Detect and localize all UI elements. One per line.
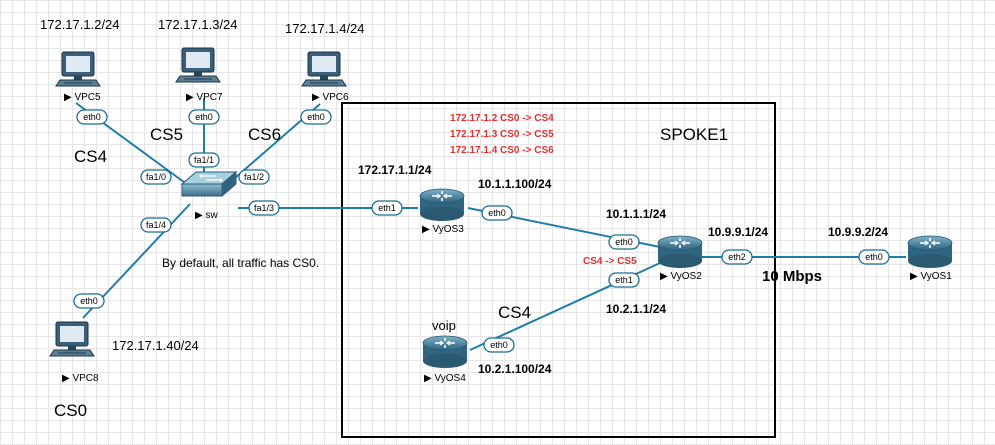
vpc7-node[interactable] (175, 47, 221, 83)
pill-sw-fa11[interactable]: fa1/1 (188, 152, 220, 168)
vpc7-name: ▶ VPC7 (186, 92, 223, 103)
pill-vpc7-eth0[interactable]: eth0 (188, 109, 220, 125)
pill-vyos2-eth0[interactable]: eth0 (608, 234, 640, 250)
spoke1-boundary (341, 102, 776, 438)
pill-vyos3-eth1[interactable]: eth1 (371, 200, 403, 216)
vyos4-ip: 10.2.1.100/24 (478, 362, 552, 376)
vyos4-name: ▶ VyOS4 (424, 373, 466, 384)
vyos2-eth1-ip: 10.2.1.1/24 (606, 302, 666, 316)
svg-text:fa1/2: fa1/2 (244, 172, 264, 182)
pill-sw-fa10[interactable]: fa1/0 (140, 169, 172, 185)
vpc6-ip: 172.17.1.4/24 (285, 21, 365, 36)
vpc6-name: ▶ VPC6 (312, 92, 349, 103)
default-note: By default, all traffic has CS0. (162, 256, 319, 270)
spoke1-title: SPOKE1 (660, 125, 728, 144)
pill-vyos2-eth1[interactable]: eth1 (608, 272, 640, 288)
vpc5-ip: 172.17.1.2/24 (40, 17, 120, 32)
vpc8-ip: 172.17.1.40/24 (112, 338, 199, 353)
svg-text:eth0: eth0 (615, 237, 633, 247)
vpc5-name: ▶ VPC5 (64, 92, 101, 103)
rule-1: 172.17.1.2 CS0 -> CS4 (450, 113, 554, 124)
pill-sw-fa14[interactable]: fa1/4 (140, 217, 172, 233)
cs0-label-vpc8: CS0 (54, 401, 87, 420)
svg-text:fa1/1: fa1/1 (194, 155, 214, 165)
svg-text:eth0: eth0 (80, 296, 98, 306)
vyos1-node[interactable] (907, 235, 953, 269)
vyos3-eth0-ip: 10.1.1.100/24 (478, 177, 552, 191)
vpc6-node[interactable] (301, 51, 347, 87)
vyos1-ip: 10.9.9.2/24 (828, 225, 888, 239)
vyos3-ip: 172.17.1.1/24 (358, 163, 432, 177)
vpc8-node[interactable] (49, 321, 95, 357)
vyos2-node[interactable] (657, 235, 703, 269)
svg-text:eth0: eth0 (865, 252, 883, 262)
pill-vyos2-eth2[interactable]: eth2 (721, 249, 753, 265)
pill-sw-fa13[interactable]: fa1/3 (248, 200, 280, 216)
vpc5-node[interactable] (55, 51, 101, 87)
pill-vyos1-eth0[interactable]: eth0 (858, 249, 890, 265)
remark-cs4-cs5: CS4 -> CS5 (583, 256, 637, 267)
vyos4-node[interactable] (422, 335, 468, 369)
pill-vyos4-eth0[interactable]: eth0 (483, 337, 515, 353)
svg-text:eth0: eth0 (490, 340, 508, 350)
pill-vyos3-eth0[interactable]: eth0 (481, 205, 513, 221)
pill-vpc8-eth0[interactable]: eth0 (73, 293, 105, 309)
switch-node[interactable] (180, 170, 238, 198)
vyos2-name: ▶ VyOS2 (660, 271, 702, 282)
cs6-label-vpc6: CS6 (248, 125, 281, 144)
cs4-label-vpc5: CS4 (74, 147, 107, 166)
vyos2-eth2-ip: 10.9.9.1/24 (708, 225, 768, 239)
svg-text:fa1/3: fa1/3 (254, 203, 274, 213)
cs4-label-voip: CS4 (498, 303, 531, 322)
rule-2: 172.17.1.3 CS0 -> CS5 (450, 129, 554, 140)
svg-text:eth1: eth1 (378, 203, 396, 213)
pill-vpc6-eth0[interactable]: eth0 (300, 109, 332, 125)
bandwidth-label: 10 Mbps (762, 268, 822, 285)
vyos3-name: ▶ VyOS3 (422, 224, 464, 235)
svg-text:eth0: eth0 (307, 112, 325, 122)
sw-name: ▶ sw (195, 210, 218, 221)
svg-text:eth0: eth0 (83, 112, 101, 122)
svg-text:eth2: eth2 (728, 252, 746, 262)
svg-text:eth0: eth0 (195, 112, 213, 122)
svg-text:fa1/0: fa1/0 (146, 172, 166, 182)
rule-3: 172.17.1.4 CS0 -> CS6 (450, 145, 554, 156)
cs5-label-vpc7: CS5 (150, 125, 183, 144)
vyos3-node[interactable] (419, 188, 465, 222)
voip-label: voip (432, 318, 456, 333)
svg-text:fa1/4: fa1/4 (146, 220, 166, 230)
vyos1-name: ▶ VyOS1 (910, 271, 952, 282)
pill-vpc5-eth0[interactable]: eth0 (76, 109, 108, 125)
vyos2-eth0-ip: 10.1.1.1/24 (606, 207, 666, 221)
vpc7-ip: 172.17.1.3/24 (158, 17, 238, 32)
pill-sw-fa12[interactable]: fa1/2 (238, 169, 270, 185)
svg-text:eth0: eth0 (488, 208, 506, 218)
svg-text:eth1: eth1 (615, 275, 633, 285)
vpc8-name: ▶ VPC8 (62, 373, 99, 384)
